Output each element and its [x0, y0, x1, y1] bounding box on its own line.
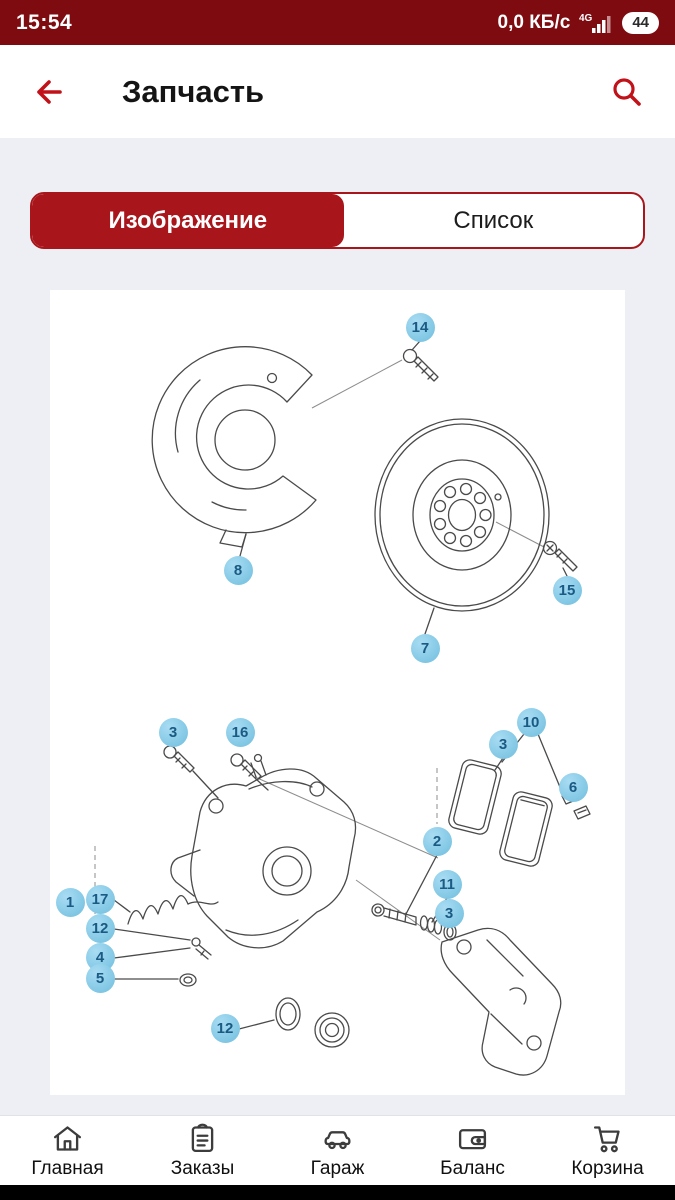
nav-item-cart[interactable]: Корзина [540, 1116, 675, 1185]
car-icon [324, 1130, 351, 1149]
back-arrow-icon [37, 79, 62, 104]
brake-caliper [170, 753, 357, 949]
nav-label-balance: Баланс [440, 1157, 505, 1179]
callout-3[interactable]: 3 [158, 717, 188, 747]
callout-8[interactable]: 8 [223, 555, 253, 585]
nav-label-garage: Гараж [310, 1157, 365, 1179]
callout-3[interactable]: 3 [488, 729, 518, 759]
bolt-16 [230, 753, 269, 791]
seal-kit-12 [238, 997, 350, 1048]
callout-14[interactable]: 14 [405, 312, 435, 342]
signal-icon: 4G [579, 13, 611, 33]
callout-16[interactable]: 16 [225, 717, 255, 747]
brake-disc [374, 418, 550, 635]
brake-pad-outer [499, 791, 553, 867]
callout-12[interactable]: 12 [210, 1013, 240, 1043]
search-icon [613, 77, 641, 106]
callout-3[interactable]: 3 [434, 898, 464, 928]
cart-icon [593, 1125, 620, 1152]
nav-item-home[interactable]: Главная [0, 1116, 135, 1185]
spring-17 [113, 895, 219, 925]
svg-text:4G: 4G [579, 13, 593, 24]
tab-list[interactable]: Список [453, 206, 534, 234]
view-tabs: Изображение Список [30, 192, 645, 249]
bleeder-screw-4 [113, 937, 212, 960]
callout-12[interactable]: 12 [85, 913, 115, 943]
cap-5 [113, 973, 197, 987]
nav-item-orders[interactable]: Заказы [135, 1116, 270, 1185]
callout-2[interactable]: 2 [422, 826, 452, 856]
home-icon [53, 1125, 82, 1151]
callout-1[interactable]: 1 [55, 887, 85, 917]
callout-15[interactable]: 15 [552, 575, 582, 605]
search-button[interactable] [605, 70, 649, 114]
back-button[interactable] [26, 70, 70, 114]
seal-leader [113, 928, 191, 941]
page-title: Запчасть [122, 73, 265, 109]
callout-10[interactable]: 10 [516, 707, 546, 737]
screw-14 [402, 340, 439, 382]
brake-pad-inner [448, 759, 502, 835]
callout-17[interactable]: 17 [85, 884, 115, 914]
nav-label-cart: Корзина [571, 1157, 644, 1179]
callout-7[interactable]: 7 [410, 633, 440, 663]
nav-label-home: Главная [31, 1157, 104, 1179]
bolt-3 [163, 745, 219, 799]
status-bar: 15:54 0,0 КБ/с 4G 44 [0, 0, 675, 45]
header: Запчасть [0, 45, 675, 138]
data-rate: 0,0 КБ/с [497, 11, 571, 33]
gesture-bar [0, 1185, 675, 1200]
backing-plate [151, 346, 317, 557]
parts-diagram[interactable] [50, 290, 625, 1095]
nav-label-orders: Заказы [170, 1157, 235, 1179]
battery-indicator: 44 [622, 11, 659, 34]
callout-11[interactable]: 11 [432, 869, 462, 899]
wallet-icon [458, 1128, 487, 1149]
pad-leader-3 [494, 757, 504, 771]
nav-item-balance[interactable]: Баланс [405, 1116, 540, 1185]
bottom-navigation: Главная Заказы Гараж Баланс [0, 1115, 675, 1185]
callout-5[interactable]: 5 [85, 963, 115, 993]
tab-image[interactable]: Изображение [32, 194, 344, 247]
screw-15 [542, 540, 578, 577]
nav-item-garage[interactable]: Гараж [270, 1116, 405, 1185]
caliper-carrier [440, 927, 562, 1076]
callout-6[interactable]: 6 [558, 772, 588, 802]
orders-icon [191, 1123, 214, 1152]
clock: 15:54 [16, 10, 73, 34]
pad-leader-2 [537, 733, 563, 793]
